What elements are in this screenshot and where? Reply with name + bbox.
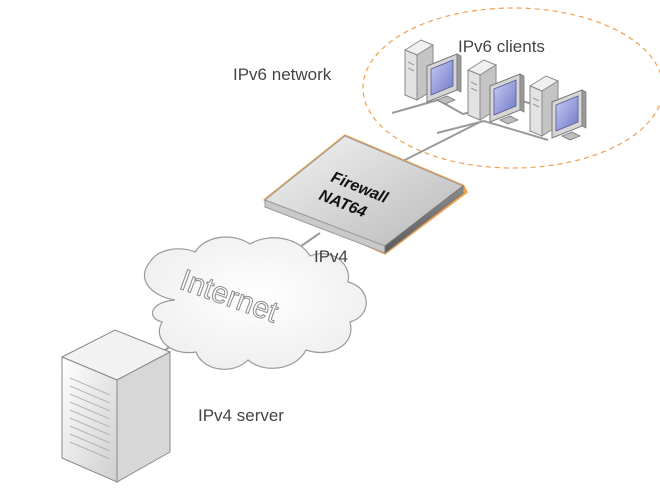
ipv6-client-1-icon	[404, 39, 462, 105]
ipv6-network-label: IPv6 network	[233, 65, 332, 84]
server-tower-icon	[60, 329, 172, 483]
lan-bus-link-2	[436, 119, 549, 141]
ipv4-link-label: IPv4	[314, 247, 348, 266]
internet-cloud-icon	[144, 236, 367, 370]
ipv6-client-3-icon	[529, 75, 587, 141]
firewall-to-lan-link	[394, 120, 483, 166]
firewall-appliance-icon	[263, 134, 468, 255]
ipv6-network-boundary	[362, 7, 660, 169]
ipv6-client-2-icon	[467, 59, 525, 125]
ipv4-server-label: IPv4 server	[198, 406, 284, 425]
ipv6-clients-label: IPv6 clients	[458, 37, 545, 56]
